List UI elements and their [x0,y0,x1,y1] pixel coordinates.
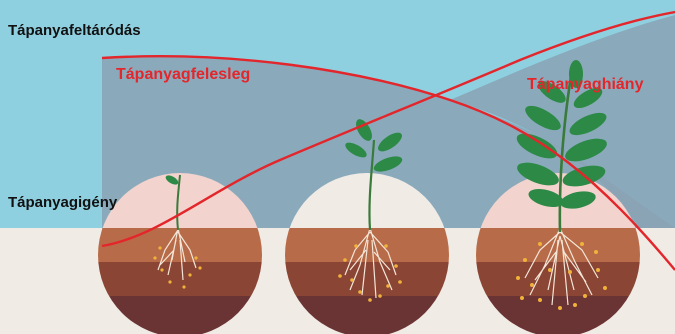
plant-circle-seedling [98,173,262,334]
demand-axis-label: Tápanyagigény [8,194,117,211]
deficit-label: Tápanyaghiány [527,76,643,94]
surplus-label: Tápanyagfelesleg [116,66,250,84]
supply-axis-label: Tápanyafeltáródás [8,22,141,39]
